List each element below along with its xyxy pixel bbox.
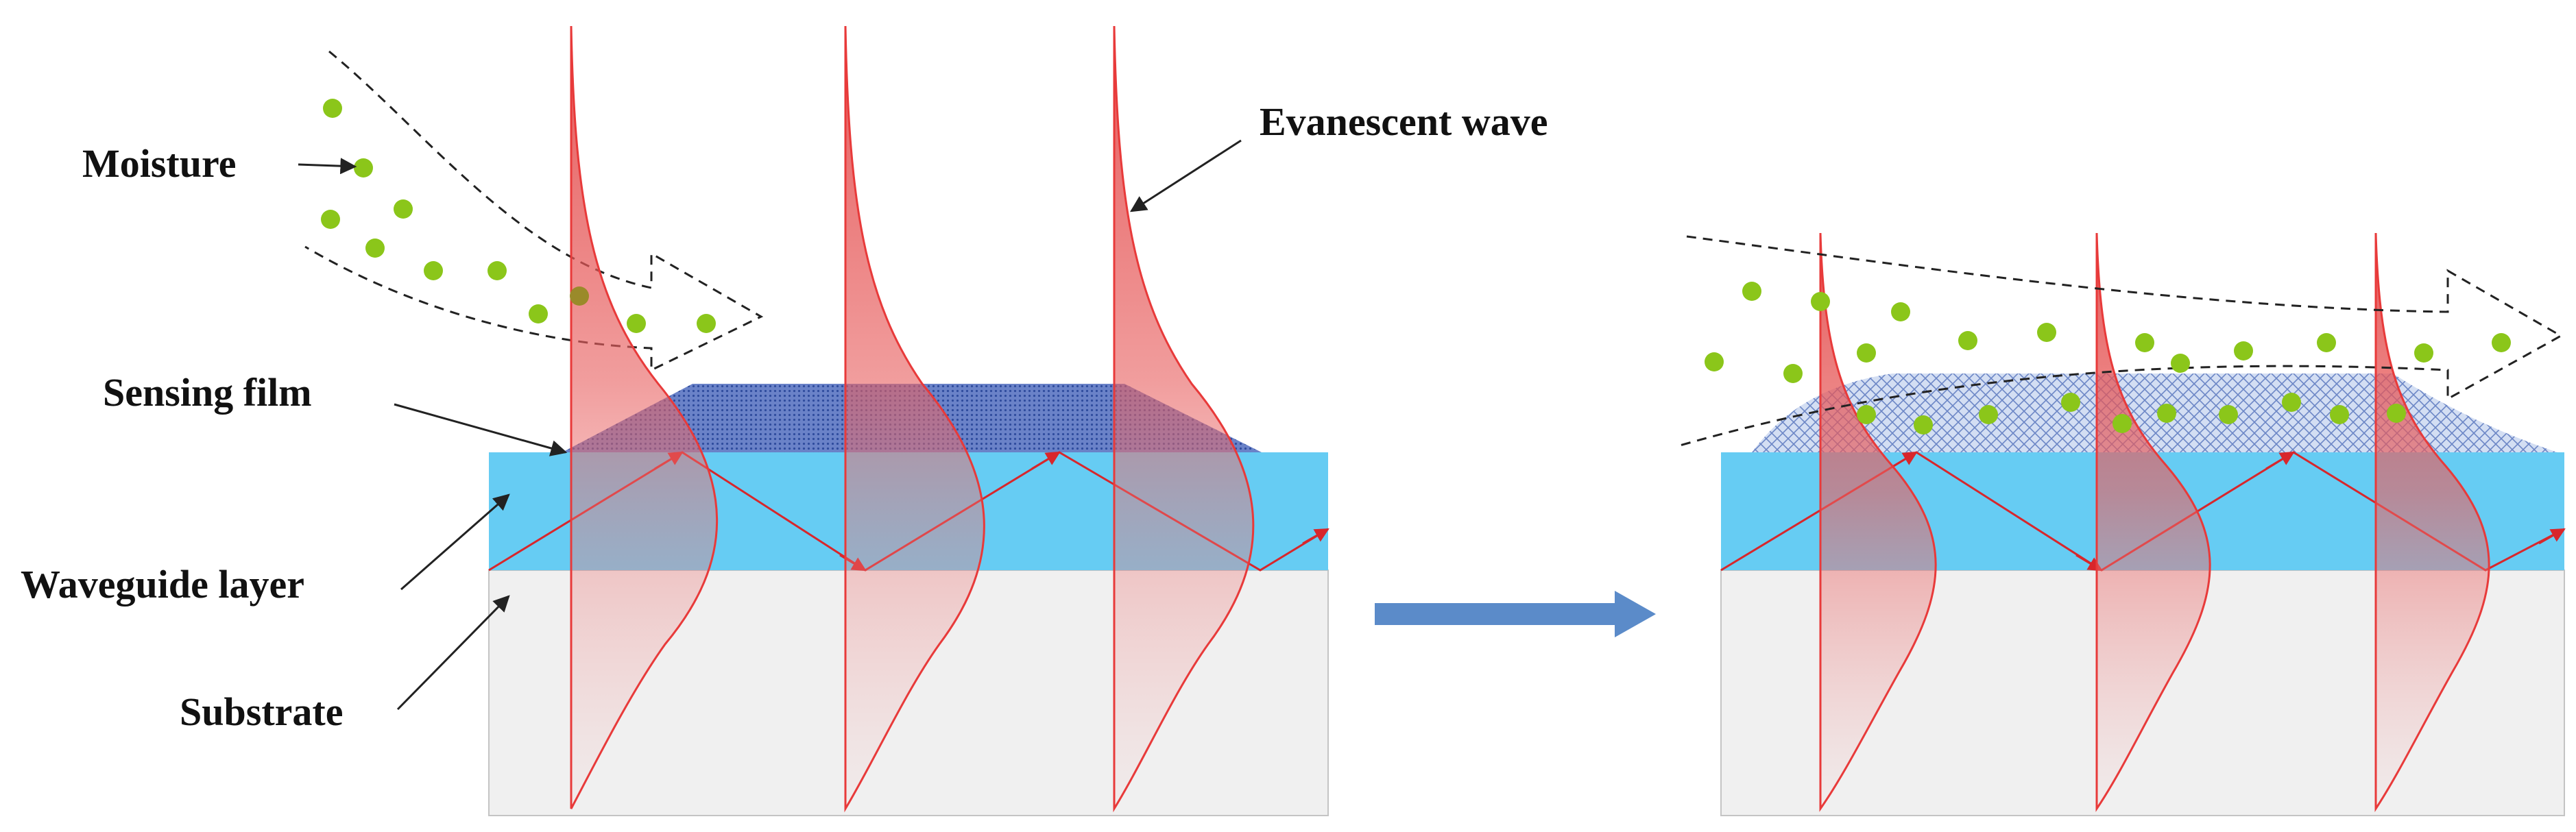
moisture-dot bbox=[2171, 354, 2190, 373]
moisture-dot bbox=[1811, 292, 1830, 311]
moisture-dot bbox=[2282, 393, 2301, 412]
moisture-dot bbox=[1705, 352, 1724, 371]
moisture-dot bbox=[2330, 405, 2349, 424]
ray-arrow-2 bbox=[1031, 451, 1061, 470]
moisture-dot bbox=[1857, 405, 1876, 424]
moisture-dot bbox=[2387, 404, 2406, 423]
moisture-dot bbox=[2492, 333, 2511, 352]
ray-arrow-3 bbox=[1302, 528, 1329, 545]
evanescent-wave-3 bbox=[1113, 25, 1255, 813]
moisture-dot bbox=[1958, 331, 1977, 350]
moisture-label: Moisture bbox=[82, 141, 236, 186]
moisture-flow-arrow-right bbox=[1679, 235, 2564, 447]
moisture-dot bbox=[1783, 364, 1803, 383]
moisture-dot bbox=[2219, 405, 2238, 424]
moisture-dot bbox=[2061, 393, 2080, 412]
moisture-dot bbox=[1979, 405, 1998, 424]
evanescent-wave-3 bbox=[2374, 232, 2490, 812]
ray-arrow-2 bbox=[2265, 451, 2295, 470]
moisture-dot bbox=[365, 238, 385, 258]
moisture-leader bbox=[298, 158, 357, 175]
evanescent-wave-1 bbox=[570, 25, 719, 809]
ray-arrow-3 bbox=[2538, 528, 2566, 545]
moisture-dot bbox=[424, 261, 443, 280]
waveguide-layer-leader bbox=[400, 493, 510, 591]
evanescent-wave-1 bbox=[1819, 232, 1937, 812]
moisture-flow-arrow bbox=[304, 50, 764, 372]
moisture-dot bbox=[487, 261, 507, 280]
moisture-dot bbox=[2112, 414, 2132, 433]
moisture-dot bbox=[1914, 415, 1933, 435]
moisture-dot bbox=[323, 99, 342, 118]
moisture-dot bbox=[2135, 333, 2154, 352]
evanescent-wave-2 bbox=[844, 25, 985, 813]
evanescent-wave-2 bbox=[2095, 232, 2211, 812]
moisture-dot bbox=[1891, 302, 1910, 321]
process-arrow bbox=[1375, 591, 1656, 637]
moisture-dot bbox=[394, 199, 413, 219]
right-evanescent-waves bbox=[1819, 232, 2490, 812]
moisture-dot bbox=[1857, 343, 1876, 363]
sensing-film-label: Sensing film bbox=[103, 370, 312, 415]
left-labels: Moisture Evanescent wave Sensing film Wa… bbox=[21, 99, 1548, 734]
substrate-leader bbox=[396, 595, 510, 711]
moisture-dot bbox=[529, 304, 548, 323]
substrate-label: Substrate bbox=[180, 689, 343, 734]
moisture-dot bbox=[627, 314, 646, 333]
moisture-dot bbox=[2317, 333, 2336, 352]
moisture-dot bbox=[2157, 404, 2176, 423]
waveguide-layer-label: Waveguide layer bbox=[21, 562, 304, 607]
evanescent-wave-label: Evanescent wave bbox=[1260, 99, 1548, 144]
moisture-dot bbox=[354, 158, 373, 178]
right-moisture-dots bbox=[1705, 282, 2511, 435]
left-evanescent-waves bbox=[570, 25, 1255, 813]
evanescent-wave-leader bbox=[1129, 139, 1242, 212]
moisture-dot bbox=[2234, 341, 2253, 360]
moisture-dot bbox=[1742, 282, 1761, 301]
left-moisture-dots bbox=[321, 99, 716, 333]
moisture-dot bbox=[2037, 323, 2056, 342]
moisture-dot bbox=[697, 314, 716, 333]
moisture-dot bbox=[570, 286, 589, 306]
sensing-film-swollen bbox=[1752, 374, 2557, 452]
moisture-dot bbox=[321, 210, 340, 229]
sensing-film-leader bbox=[394, 403, 568, 456]
moisture-dot bbox=[2414, 343, 2433, 363]
